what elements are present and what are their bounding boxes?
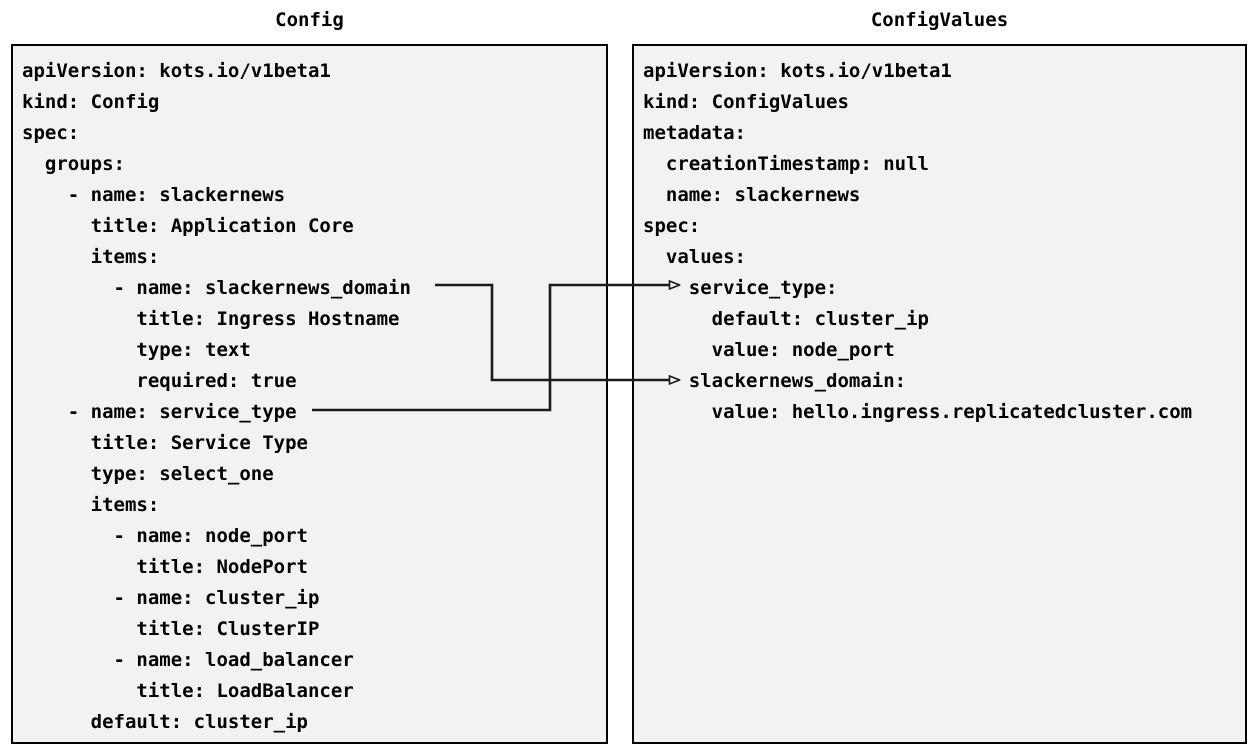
code-line: creationTimestamp: null xyxy=(643,153,929,175)
code-line: kind: Config xyxy=(22,91,160,113)
code-line: - name: slackernews_domain xyxy=(22,277,411,299)
code-line: default: cluster_ip xyxy=(22,711,308,733)
code-line: required: true xyxy=(22,370,297,392)
code-line: metadata: xyxy=(643,122,746,144)
code-line: title: LoadBalancer xyxy=(22,680,354,702)
code-line: items: xyxy=(22,246,160,268)
code-line: value: node_port xyxy=(643,339,895,361)
code-line: title: Application Core xyxy=(22,215,354,237)
code-line: groups: xyxy=(22,153,125,175)
code-line: apiVersion: kots.io/v1beta1 xyxy=(22,60,331,82)
code-line: items: xyxy=(22,494,160,516)
code-line: - name: slackernews xyxy=(22,184,286,206)
code-line: spec: xyxy=(22,122,80,144)
config-panel-code: apiVersion: kots.io/v1beta1 kind: Config s… xyxy=(22,56,602,738)
code-line: value: hello.ingress.replicatedcluster.c… xyxy=(643,401,1193,423)
code-line: - name: service_type xyxy=(22,401,297,423)
code-line: slackernews_domain: xyxy=(643,370,907,392)
configvalues-panel-title: ConfigValues xyxy=(870,9,1009,31)
config-panel-title: Config xyxy=(275,9,344,31)
code-line: - name: load_balancer xyxy=(22,649,354,671)
code-line: default: cluster_ip xyxy=(643,308,929,330)
code-line: apiVersion: kots.io/v1beta1 xyxy=(643,60,952,82)
code-line: - name: cluster_ip xyxy=(22,587,320,609)
code-line: title: NodePort xyxy=(22,556,308,578)
code-line: title: ClusterIP xyxy=(22,618,320,640)
config-panel: apiVersion: kots.io/v1beta1 kind: Config s… xyxy=(11,44,608,744)
code-line: - name: node_port xyxy=(22,525,308,547)
code-line: values: xyxy=(643,246,746,268)
code-line: name: slackernews xyxy=(643,184,861,206)
configvalues-panel: apiVersion: kots.io/v1beta1 kind: ConfigV… xyxy=(632,44,1247,744)
code-line: spec: xyxy=(643,215,701,237)
code-line: type: text xyxy=(22,339,251,361)
code-line: title: Service Type xyxy=(22,432,308,454)
configvalues-panel-code: apiVersion: kots.io/v1beta1 kind: ConfigV… xyxy=(643,56,1241,428)
code-line: kind: ConfigValues xyxy=(643,91,849,113)
code-line: type: select_one xyxy=(22,463,274,485)
code-line: title: Ingress Hostname xyxy=(22,308,400,330)
code-line: service_type: xyxy=(643,277,838,299)
